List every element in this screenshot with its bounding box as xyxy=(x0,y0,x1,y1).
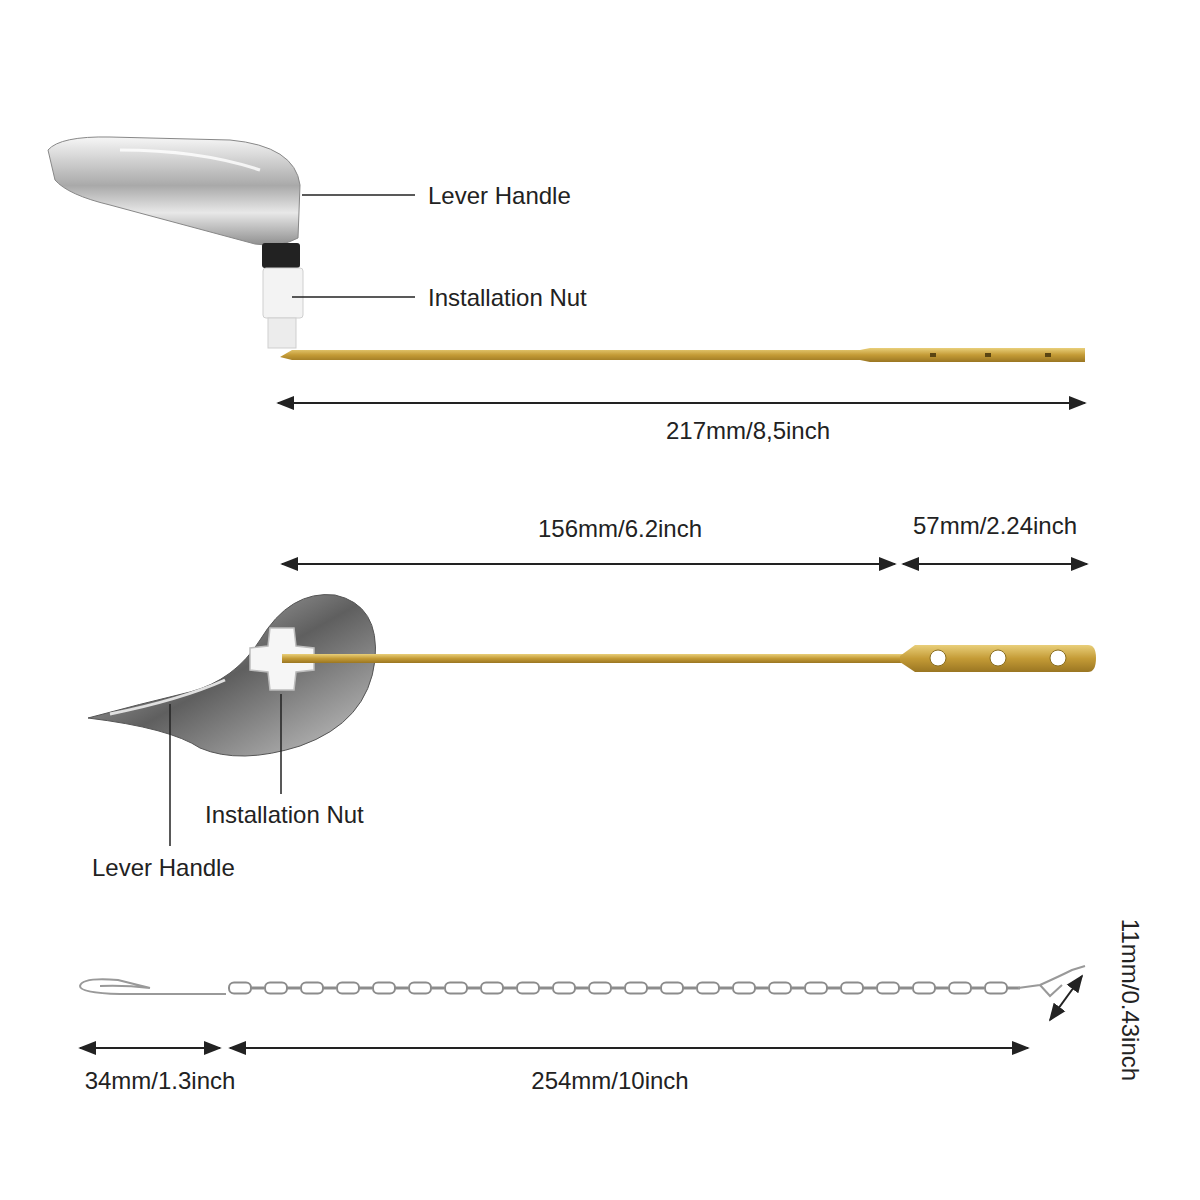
part-label: Lever Handle xyxy=(428,183,571,209)
dimension-label: 34mm/1.3inch xyxy=(85,1068,236,1094)
dimension-label: 254mm/10inch xyxy=(531,1068,688,1094)
dimension-label: 11mm/0.43inch xyxy=(1117,919,1143,1081)
dimension-label: 156mm/6.2inch xyxy=(538,516,702,542)
part-label: Installation Nut xyxy=(428,285,587,311)
part-label: Lever Handle xyxy=(92,855,235,881)
dimension-label: 57mm/2.24inch xyxy=(913,513,1077,539)
dimension-label: 217mm/8,5inch xyxy=(666,418,830,444)
part-label: Installation Nut xyxy=(205,802,364,828)
